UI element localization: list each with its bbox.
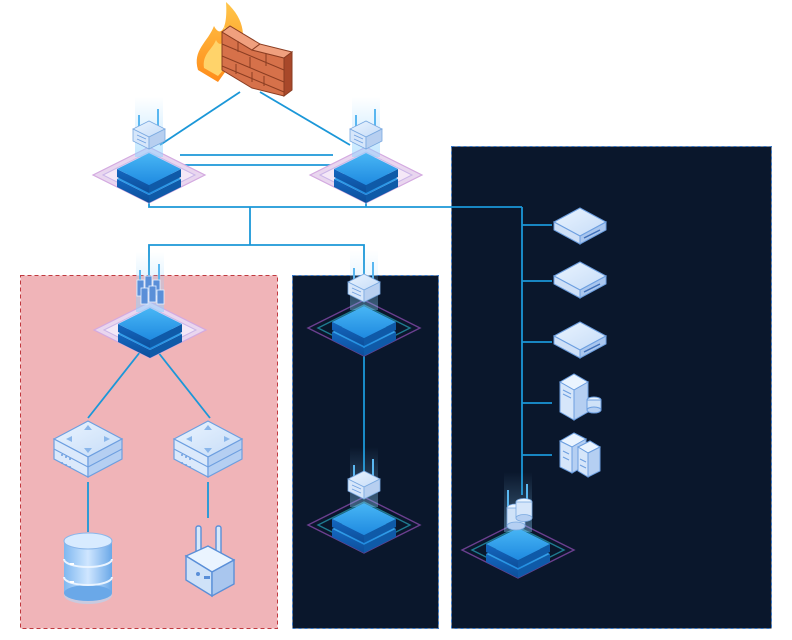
server-cluster-switch-icon: [136, 275, 165, 305]
agg-switch-red: [93, 251, 207, 359]
link-agg-router-right: [149, 341, 211, 419]
blade-servers: [558, 432, 602, 478]
core-switch-left: [92, 96, 206, 204]
tower-server-db: [558, 373, 602, 421]
wireless-ap: [184, 525, 236, 598]
link-firewall-core-right: [259, 91, 351, 146]
database-icon: [63, 532, 113, 604]
database: [63, 532, 113, 604]
tower-server-database-icon: [558, 373, 602, 421]
core-switch-right: [309, 96, 423, 204]
firewall-icon: [196, 2, 294, 97]
wireless-router-icon: [184, 525, 236, 598]
blade-server-icon: [558, 432, 602, 478]
storage-node: [461, 471, 575, 579]
link-firewall-core-left: [159, 91, 241, 146]
link-agg-router-left: [87, 341, 149, 419]
storage-icon: [506, 498, 533, 531]
